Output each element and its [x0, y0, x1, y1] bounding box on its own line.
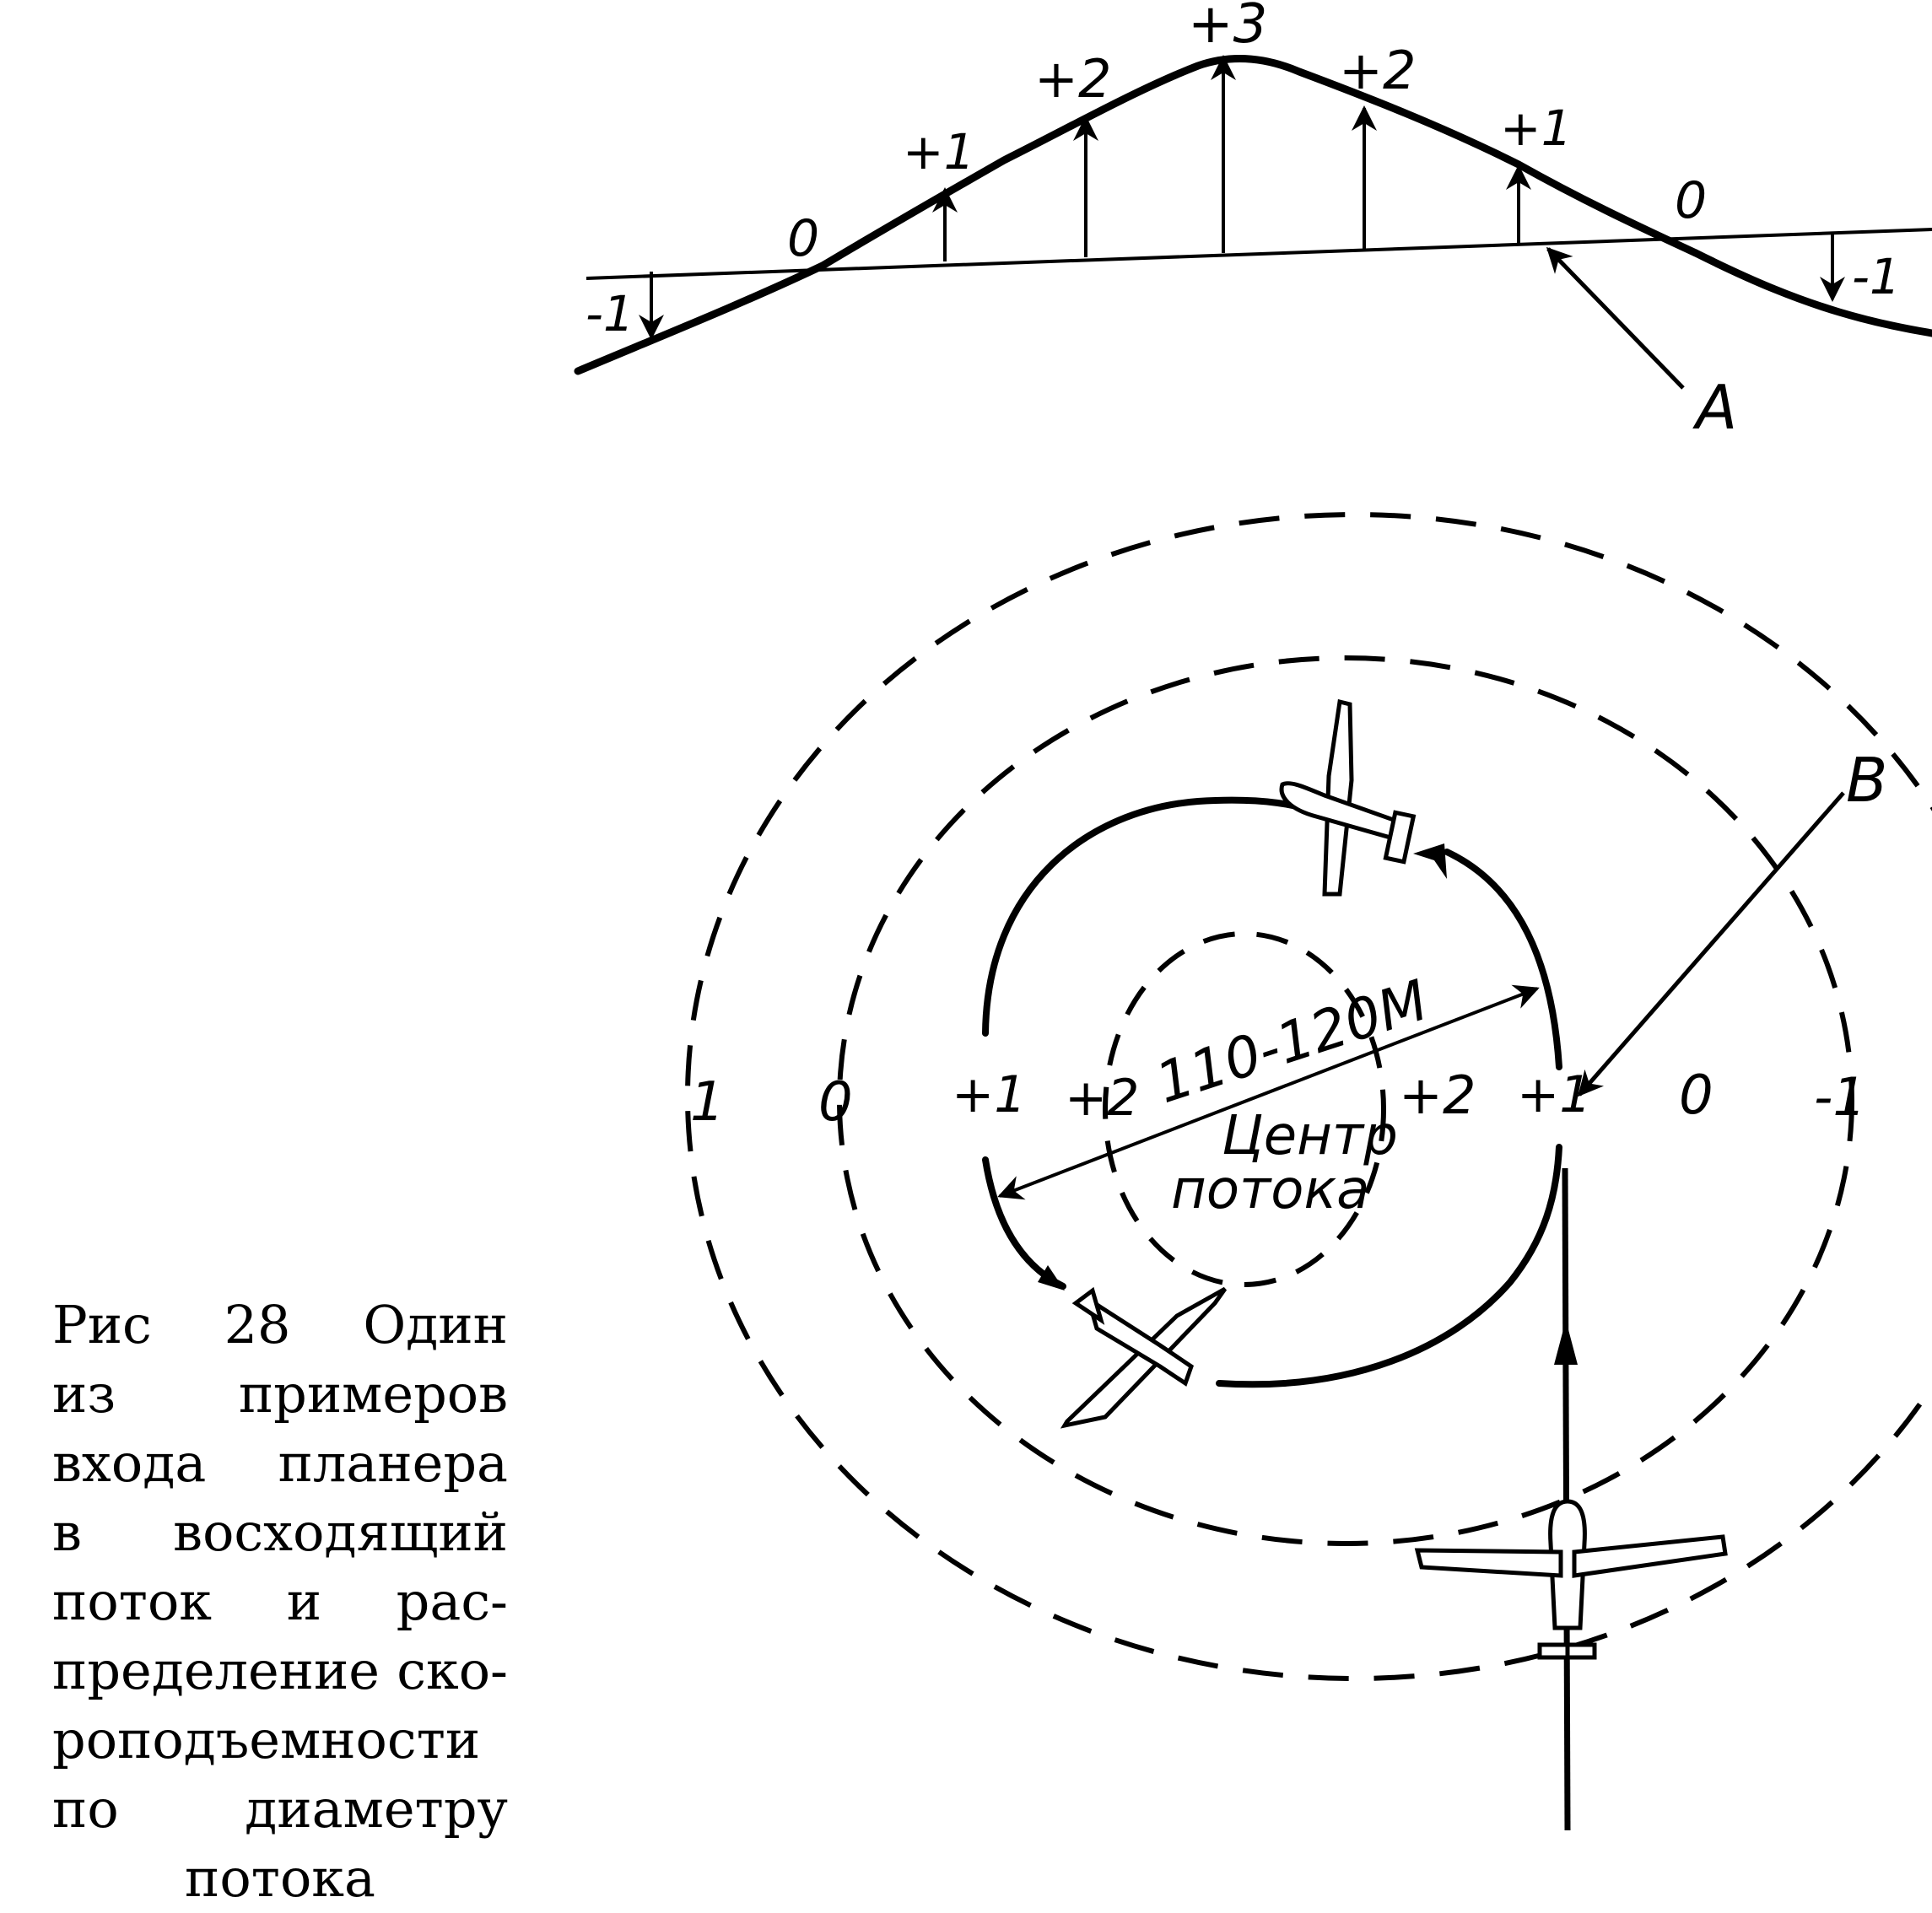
ring-middle-dashed	[837, 655, 1854, 1546]
ring-label-middle-left: 0	[818, 1071, 853, 1134]
glider-top-icon	[1279, 698, 1417, 897]
flight-arrow-lower-left	[1038, 1265, 1065, 1291]
caption-line: роподъемности	[52, 1709, 481, 1770]
pointer-a-line	[1546, 246, 1685, 390]
pointer-b-line	[1578, 791, 1845, 1097]
ring-label-inner-left: +2	[1065, 1069, 1139, 1128]
flight-path-lower-arc	[982, 1156, 1066, 1290]
profile-curve	[574, 55, 1932, 375]
profile-label-minus1-right: -1	[1852, 248, 1901, 305]
glider-entry-icon	[1414, 1499, 1728, 1674]
ring-label-middle-right: 0	[1679, 1064, 1713, 1127]
ring-outer-dashed	[685, 512, 1932, 1681]
plan-view: В 1 0 +1 +2 +2 +1 0 -1 110-120М Центр по…	[685, 512, 1932, 1831]
center-label-line2: потока	[1171, 1159, 1369, 1221]
caption-line: из примеров	[52, 1363, 508, 1425]
flight-path-upper-arc	[982, 796, 1328, 1037]
ring-label-inner-right: +2	[1399, 1064, 1476, 1126]
entry-path-line	[1562, 1167, 1571, 1831]
profile-arrows	[639, 55, 1845, 340]
ring-label-flight-left: +1	[952, 1065, 1026, 1124]
ring-label-flight-right: +1	[1517, 1065, 1591, 1124]
glider-lower-left-icon	[1060, 1286, 1228, 1429]
caption-line: пределение ско-	[52, 1640, 508, 1701]
flight-path-right-arc	[1444, 849, 1562, 1070]
profile-label-plus2-right: +2	[1339, 40, 1416, 101]
entry-path-arrow	[1554, 1320, 1578, 1365]
caption-line: потока	[185, 1847, 375, 1909]
pointer-a-label: A	[1692, 372, 1737, 443]
figure-caption: Рис 28 Один из примеров входа планера в …	[52, 1291, 508, 1913]
diameter-arrow	[997, 984, 1540, 1200]
profile-label-plus1-left: +1	[903, 123, 975, 181]
pointer-b-label: В	[1846, 745, 1887, 816]
caption-line: в восходящий	[52, 1501, 508, 1563]
center-label-line1: Центр	[1222, 1105, 1398, 1167]
flight-arrow-top	[1413, 843, 1447, 879]
caption-line: входа планера	[52, 1432, 508, 1494]
ring-label-outer-left: 1	[690, 1071, 725, 1134]
caption-line: поток и рас-	[52, 1571, 508, 1632]
profile-label-zero-right: 0	[1675, 171, 1707, 230]
profile-label-minus1-left: -1	[586, 285, 634, 342]
diameter-label: 110-120М	[1148, 967, 1435, 1116]
ring-label-outer-right: -1	[1814, 1066, 1866, 1128]
profile-label-zero-left: 0	[787, 209, 819, 268]
velocity-profile: -1 0 +1 +2 +3 +2 +1 0 -1 A	[574, 0, 1932, 443]
caption-line: Рис 28 Один	[52, 1294, 508, 1355]
profile-label-plus3: +3	[1188, 0, 1267, 56]
profile-label-plus2-left: +2	[1034, 48, 1111, 110]
updraft-figure: -1 0 +1 +2 +3 +2 +1 0 -1 A В 1	[574, 0, 1932, 1831]
flight-path-bottom-arc	[1216, 1144, 1562, 1388]
caption-line: по диаметру	[52, 1778, 508, 1840]
profile-label-plus1-right: +1	[1500, 100, 1573, 157]
